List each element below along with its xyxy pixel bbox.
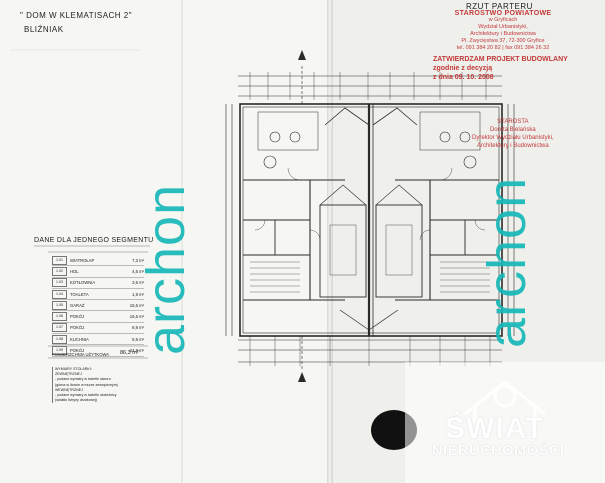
agency-subtitle: NIERUCHOMOŚCI [432,443,565,459]
agency-watermark-panel [405,362,605,483]
building-type: BLIŹNIAK [24,25,64,34]
house-outline-icon [464,380,546,422]
archon-watermark: archon [477,176,537,348]
total-area-label: POWIERZCHNIA UŻYTKOWA [52,352,110,357]
agency-name: ŚWIAT [445,412,545,445]
signature-stamp: STAROSTA Dorota Bielańska Dyrektor Wydzi… [472,119,554,149]
archon-watermark: archon [136,183,196,355]
approval-stamp: ZATWIERDZAM PROJEKT BUDOWLANY zgodnie z … [433,56,568,81]
project-name: " DOM W KLEMATISACH 2" [20,11,133,20]
total-area-value: 86,3 m² [120,350,139,356]
legend-title: DANE DLA JEDNEGO SEGMENTU [34,237,154,244]
joinery-notes: WYMIARY STOLARKI: ZEWNĘTRZNEJ - podane w… [52,367,118,404]
drawing-title: RZUT PARTERU [466,2,533,11]
left-sheet [0,0,340,483]
office-stamp: STAROSTWO POWIATOWE w Gryficach Wydział … [454,10,552,51]
